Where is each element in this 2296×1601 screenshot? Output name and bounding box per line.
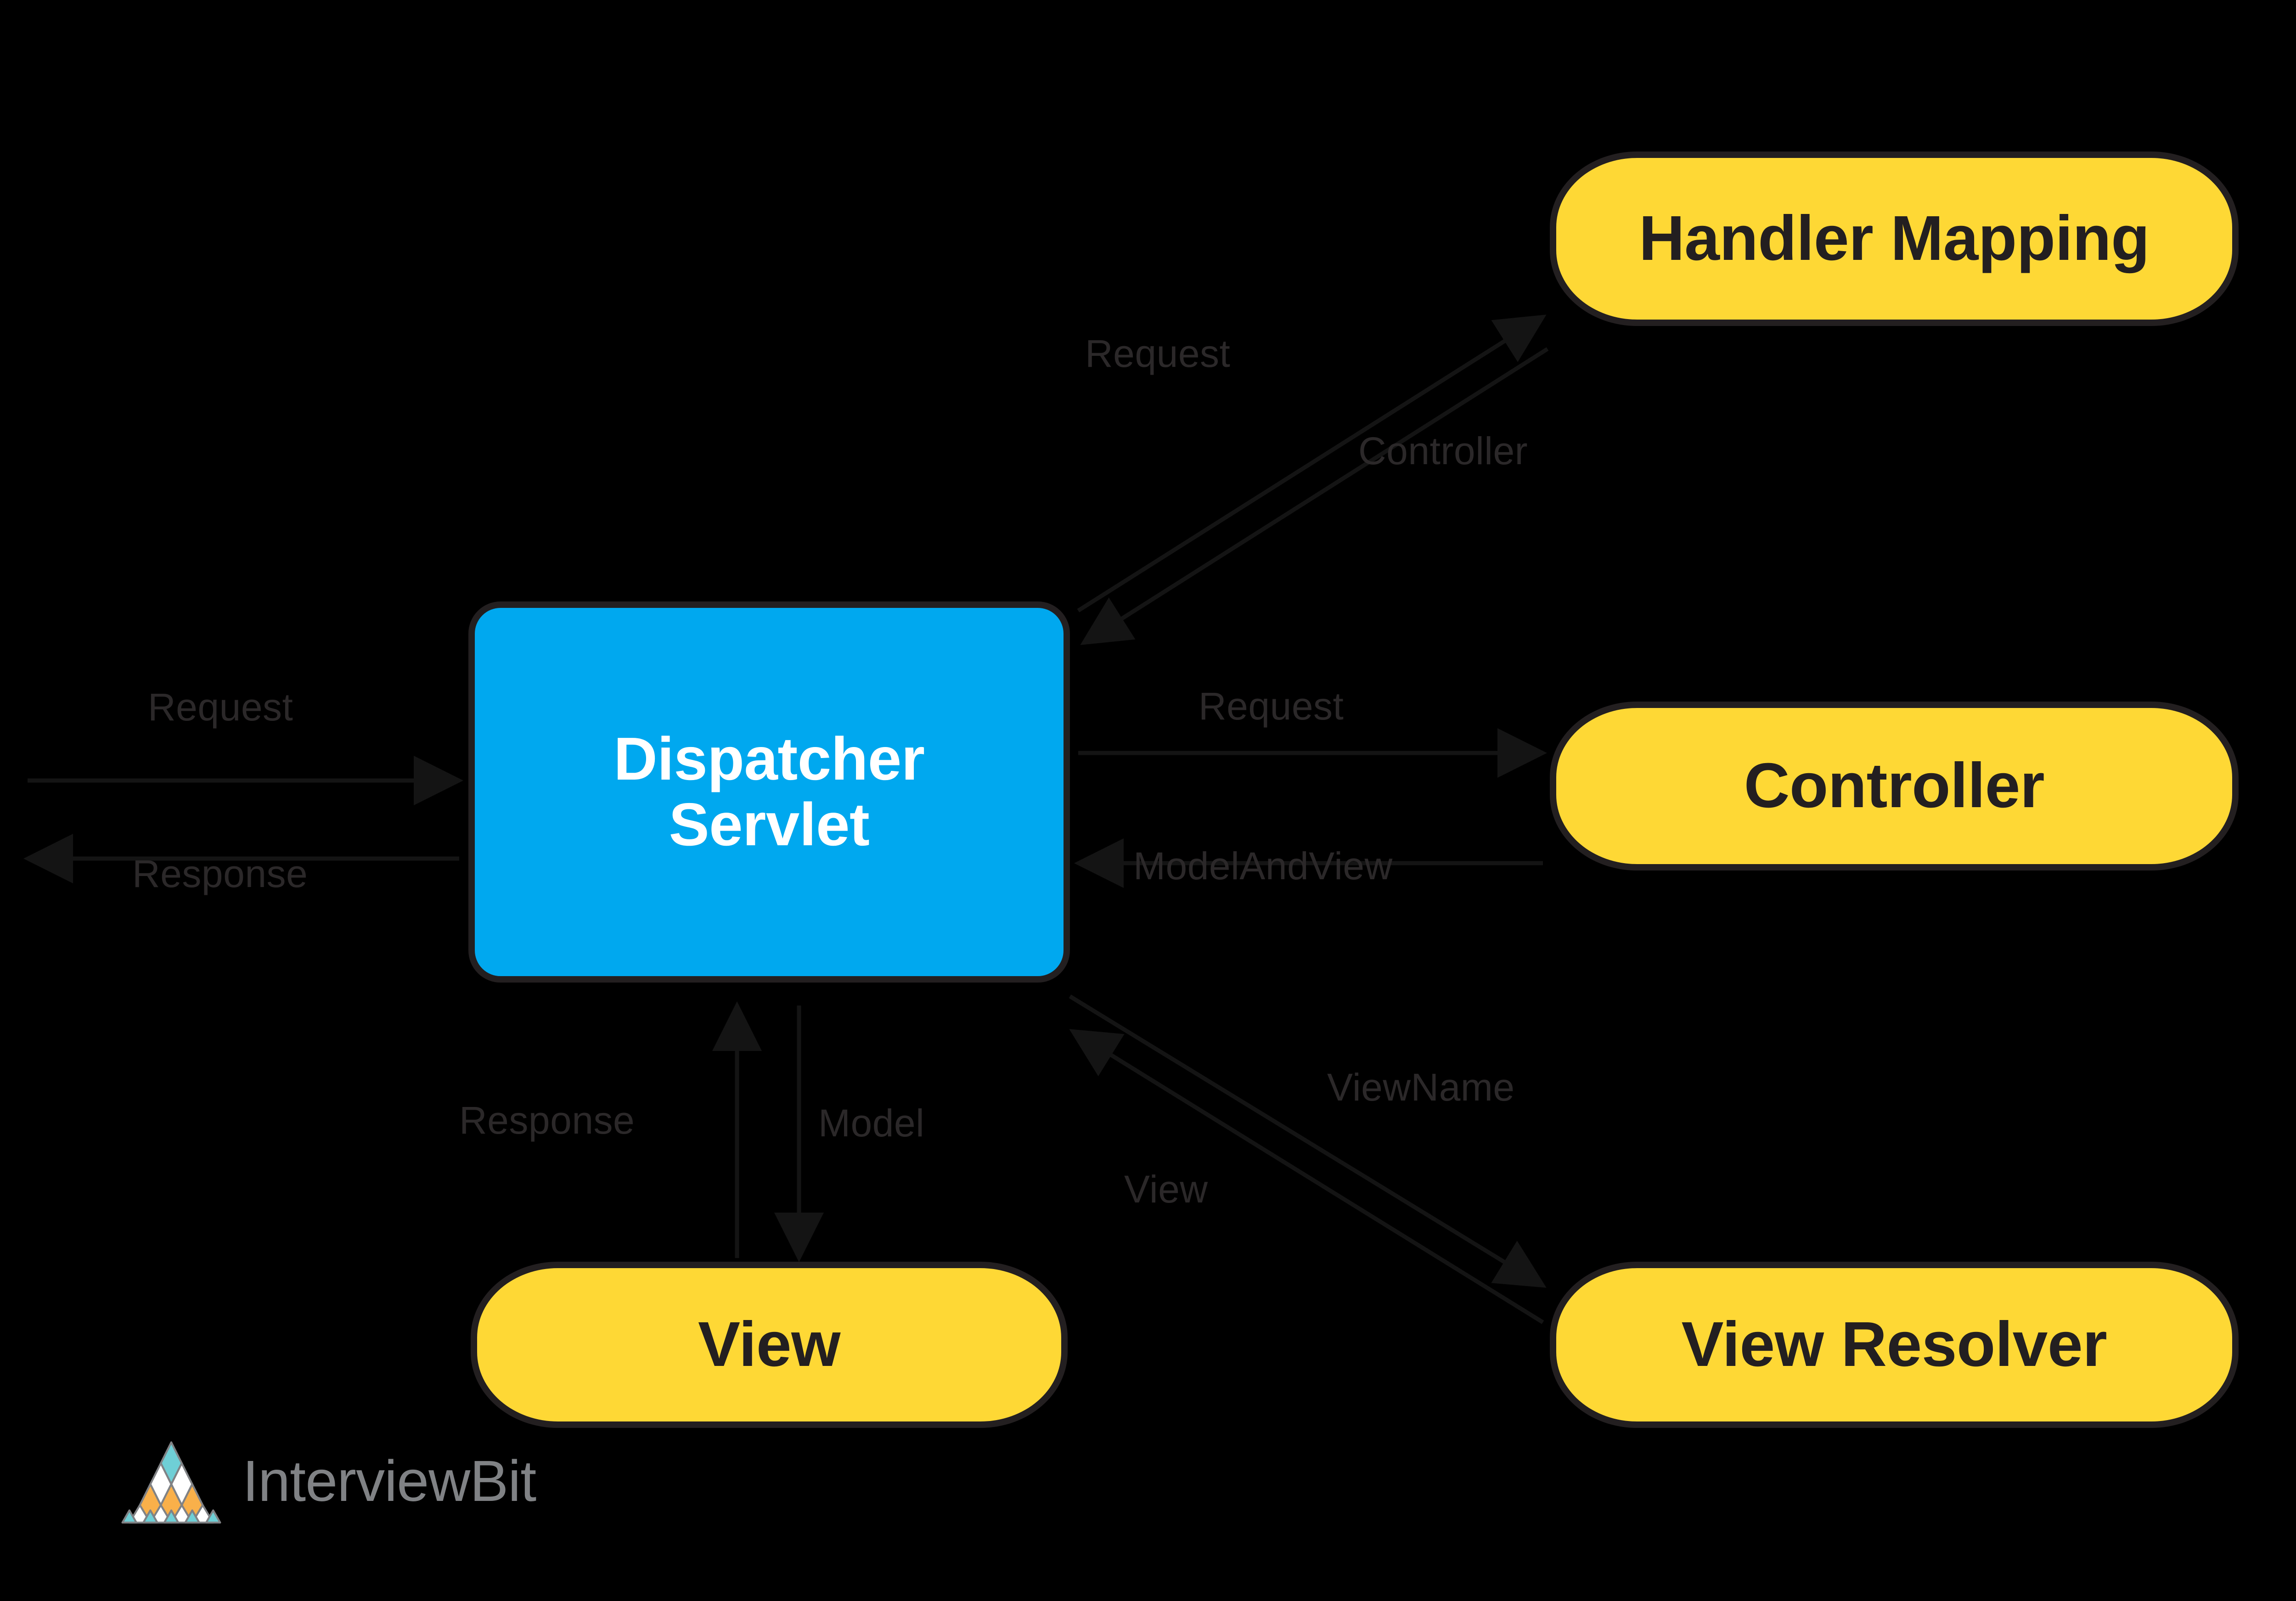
edge-label-request-incoming: Request bbox=[148, 685, 293, 729]
brand-wordmark: InterviewBit bbox=[242, 1448, 536, 1514]
edge-label-model-to-view: Model bbox=[818, 1101, 925, 1145]
interviewbit-logo-icon bbox=[121, 1441, 221, 1524]
node-controller[interactable]: Controller bbox=[1550, 702, 2239, 871]
node-dispatcher-servlet-label-line1: Dispatcher bbox=[613, 725, 925, 793]
edge-label-response-from-view: Response bbox=[459, 1099, 635, 1142]
node-dispatcher-servlet-label-line2: Servlet bbox=[669, 791, 870, 858]
edge-label-view-name: ViewName bbox=[1327, 1066, 1515, 1109]
node-dispatcher-servlet[interactable]: Dispatcher Servlet bbox=[468, 601, 1070, 983]
brand-name-primary: Interview bbox=[242, 1448, 470, 1513]
arrow-request-to-handler-mapping bbox=[1077, 315, 1547, 612]
node-view[interactable]: View bbox=[471, 1262, 1068, 1428]
arrow-view-to-dispatcher bbox=[1069, 1029, 1544, 1324]
arrow-viewname-to-view-resolver bbox=[1069, 994, 1547, 1288]
brand-logo: InterviewBit bbox=[118, 1437, 536, 1524]
node-view-label: View bbox=[698, 1309, 840, 1380]
edge-label-request-to-controller: Request bbox=[1199, 685, 1344, 728]
brand-name-secondary: Bit bbox=[470, 1448, 536, 1513]
edge-label-model-and-view: ModelAndView bbox=[1133, 844, 1393, 888]
node-view-resolver-label: View Resolver bbox=[1681, 1309, 2107, 1380]
arrow-controller-from-handler-mapping bbox=[1080, 347, 1549, 645]
node-dispatcher-servlet-label: Dispatcher Servlet bbox=[613, 725, 925, 858]
edge-label-response-outgoing: Response bbox=[132, 852, 308, 895]
edge-label-view-returned: View bbox=[1124, 1168, 1208, 1211]
edge-label-request-to-handler-mapping: Request bbox=[1085, 332, 1231, 375]
node-view-resolver[interactable]: View Resolver bbox=[1550, 1262, 2239, 1428]
node-handler-mapping[interactable]: Handler Mapping bbox=[1550, 152, 2239, 326]
node-handler-mapping-label: Handler Mapping bbox=[1639, 203, 2150, 274]
node-controller-label: Controller bbox=[1744, 750, 2045, 821]
edge-label-controller-from-handler-mapping: Controller bbox=[1358, 429, 1528, 472]
